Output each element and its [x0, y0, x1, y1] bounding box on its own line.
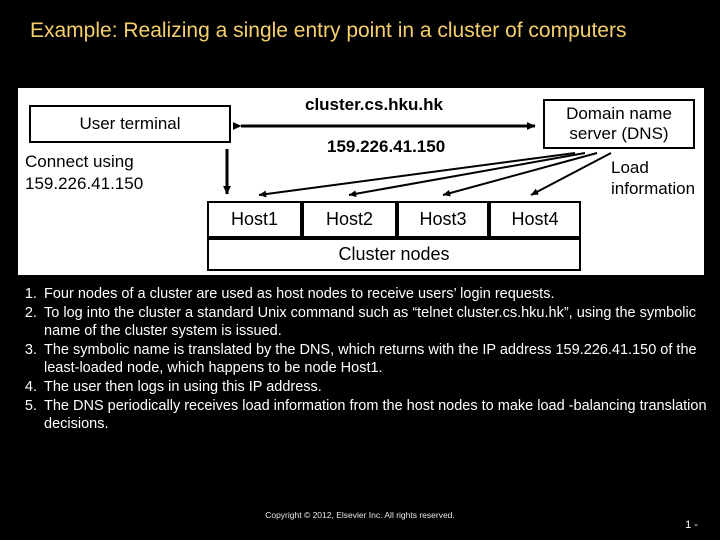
diagram-label-load-information: Load information: [611, 158, 696, 198]
diagram-box-dns: Domain name server (DNS): [543, 99, 695, 149]
list-item-number: 1.: [24, 286, 37, 302]
diagram-box-host3: Host3: [397, 201, 489, 238]
diagram-box-host2: Host2: [302, 201, 397, 238]
list-item: 3. The symbolic name is translated by th…: [18, 341, 708, 378]
diagram-box-user-terminal: User terminal: [29, 105, 231, 143]
list-item-text: To log into the cluster a standard Unix …: [44, 304, 701, 340]
list-item-number: 4.: [24, 378, 37, 395]
list-item: 2. To log into the cluster a standard Un…: [18, 304, 708, 341]
page-title: Example: Realizing a single entry point …: [30, 19, 627, 42]
diagram-box-cluster-nodes: Cluster nodes: [207, 238, 581, 271]
notes-list: 1. Four nodes of a cluster are used as h…: [18, 285, 708, 434]
diagram-box-host4: Host4: [489, 201, 581, 238]
list-item-text: The user then logs in using this IP addr…: [44, 378, 322, 395]
list-item-number: 3.: [24, 341, 37, 358]
list-item-number: 5.: [24, 397, 37, 414]
list-item-text: The DNS periodically receives load infor…: [44, 397, 711, 433]
list-item-number: 2.: [24, 304, 37, 321]
list-item: 5. The DNS periodically receives load in…: [18, 397, 708, 434]
diagram-label-ip-address: 159.226.41.150: [327, 137, 446, 156]
list-item-text: Four nodes of a cluster are used as host…: [44, 286, 555, 302]
diagram-arrows: [223, 122, 612, 198]
copyright-notice: Copyright © 2012, Elsevier Inc. All righ…: [265, 510, 455, 520]
diagram-label-cluster-name: cluster.cs.hku.hk: [305, 95, 443, 114]
list-item-text: The symbolic name is translated by the D…: [44, 341, 701, 377]
cluster-diagram: User terminal Domain name server (DNS) H…: [18, 88, 704, 275]
list-item: 1. Four nodes of a cluster are used as h…: [18, 285, 708, 304]
list-item: 4. The user then logs in using this IP a…: [18, 378, 708, 397]
diagram-label-connect-using: Connect using 159.226.41.150: [25, 152, 144, 193]
page-number: 1 -: [685, 519, 698, 531]
diagram-box-host1: Host1: [207, 201, 302, 238]
